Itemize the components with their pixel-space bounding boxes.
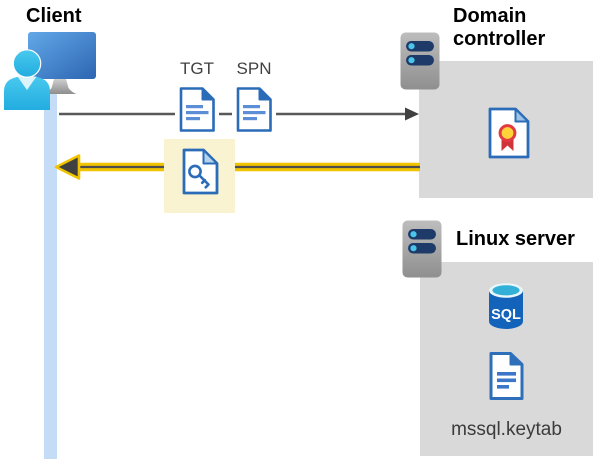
sql-icon-text: SQL xyxy=(491,307,521,323)
monitor-stand xyxy=(43,79,77,94)
sql-database-icon: SQL xyxy=(489,283,523,329)
response-arrowhead-icon xyxy=(54,154,81,180)
key-ticket-icon xyxy=(182,148,219,195)
spn-label: SPN xyxy=(236,59,272,78)
client-lifeline xyxy=(44,94,57,459)
spn-document-icon xyxy=(232,86,276,133)
user-head xyxy=(12,49,42,78)
key-icon xyxy=(188,164,202,179)
certificate-seal xyxy=(498,124,517,142)
domain-controller-label: Domain controller xyxy=(453,5,546,50)
response-arrow xyxy=(54,154,420,180)
domain-controller-server-icon xyxy=(400,32,440,90)
tgt-document-icon xyxy=(175,86,219,133)
client-label: Client xyxy=(26,5,82,27)
linux-server-icon xyxy=(402,220,442,278)
user-body xyxy=(4,76,50,110)
certificate-icon xyxy=(488,107,530,159)
linux-server-label: Linux server xyxy=(456,228,575,250)
monitor-icon xyxy=(28,32,96,79)
keytab-file-label: mssql.keytab xyxy=(451,419,562,440)
tgt-label: TGT xyxy=(180,59,214,78)
keytab-document-icon xyxy=(489,352,524,400)
client-computer-user-icon xyxy=(4,32,96,110)
user-collar xyxy=(17,76,37,90)
request-arrowhead-icon xyxy=(405,107,419,121)
